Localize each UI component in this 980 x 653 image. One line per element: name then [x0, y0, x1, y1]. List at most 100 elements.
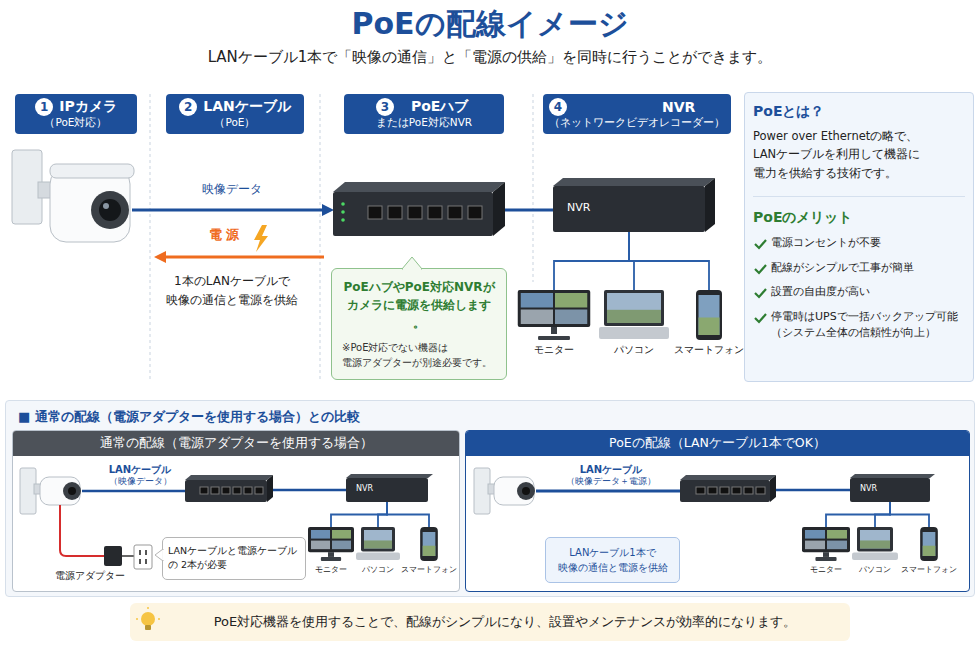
- lightbulb-icon: [158, 618, 160, 620]
- badge-box: 4NVR（ネットワークビデオレコーダー）: [543, 94, 731, 134]
- video-arrow: [322, 204, 334, 216]
- poe-hub: [341, 202, 345, 206]
- panel-box: PoEの配線（LANケーブル1本でOK） NVR モニターパソコンスマートフォン LA…: [465, 430, 970, 592]
- device-icon: [521, 310, 553, 325]
- device-icon: [699, 295, 720, 335]
- node-text: 配線がシンプルで工事が簡単: [753, 260, 965, 277]
- video-arrow: [132, 209, 322, 212]
- device-icon: [308, 527, 354, 552]
- dev-box: スマートフォン: [674, 290, 744, 357]
- connector: [331, 502, 387, 527]
- device-icon: [823, 552, 829, 557]
- node-text: 2: [179, 98, 197, 116]
- small-hub: [267, 475, 273, 502]
- lan-cable: [776, 489, 850, 492]
- label: 1本のLANケーブルで 映像の通信と電源を供給: [153, 272, 311, 310]
- node-text: スマートフォン: [898, 564, 960, 575]
- lan-cable: [536, 490, 680, 493]
- dev-box: パソコン: [598, 290, 670, 357]
- node-text: NVR: [567, 201, 691, 214]
- connector: [387, 502, 429, 527]
- connector: [826, 502, 890, 527]
- node-text: PoEの配線（LANケーブル1本でOK）: [466, 431, 969, 456]
- poe-hub: [333, 192, 493, 236]
- label: LANケーブル1本で「映像の通信」と「電源の供給」を同時に行うことができます。: [0, 48, 980, 67]
- callout-pointer: [402, 257, 422, 270]
- power-arrow: [154, 251, 166, 263]
- poe-hub: [428, 206, 442, 219]
- callw-box: LANケーブルと電源ケーブルの 2本が必要: [162, 537, 306, 580]
- node-text: PoEとは？: [753, 103, 965, 121]
- power-cable: [104, 546, 122, 566]
- check-icon: [753, 286, 767, 300]
- label-box: LANケーブル1本で「映像の通信」と「電源の供給」を同時に行うことができます。: [0, 48, 980, 67]
- label: （映像データ＋電源）: [541, 476, 681, 488]
- check-icon: [755, 240, 766, 248]
- power-cable: [60, 505, 104, 556]
- foot-box: PoE対応機器を使用することで、配線がシンプルになり、設置やメンテナンスが効率的…: [130, 603, 850, 641]
- device-icon: [332, 541, 351, 550]
- label-box: 映像データ: [182, 181, 282, 198]
- connector: [875, 502, 890, 527]
- small-hub: [233, 487, 241, 494]
- small-camera: [494, 477, 534, 505]
- device-icon: [815, 557, 836, 561]
- device-icon: [364, 540, 392, 548]
- label-box: 電 源: [196, 226, 252, 244]
- device-icon: [551, 327, 557, 334]
- device-icon: [311, 530, 330, 539]
- small-hub: [696, 487, 705, 494]
- device-icon: [518, 290, 591, 327]
- device-icon: [827, 530, 847, 539]
- label-box: 電源アダプター: [40, 570, 140, 583]
- ip-camera: [12, 150, 134, 242]
- device-icon: [827, 541, 847, 550]
- node-text: パソコン: [356, 564, 400, 575]
- device-icon: [805, 530, 825, 539]
- device-icon: [852, 552, 898, 560]
- poe-hub: [341, 218, 345, 222]
- sec-box: ■ 通常の配線（電源アダプターを使用する場合）との比較通常の配線（電源アダプター…: [5, 400, 975, 597]
- node-text: ※PoE対応でない機器は 電源アダプターが別途必要です。: [342, 340, 496, 370]
- small-camera: [20, 468, 535, 514]
- callout-pointer: [155, 549, 164, 561]
- poe-hub: [368, 206, 382, 219]
- poe-hub: [341, 210, 345, 214]
- device-icon: [598, 290, 670, 340]
- device-icon: [555, 293, 587, 308]
- small-hub: [185, 480, 267, 502]
- nvr-box: NVR: [850, 478, 930, 502]
- check-icon: [755, 314, 766, 322]
- device-icon: [860, 530, 890, 548]
- title: PoEの配線イメージ: [0, 4, 980, 45]
- small-hub: [850, 474, 935, 478]
- small-hub: [680, 475, 776, 480]
- ip-camera: [50, 168, 130, 242]
- node-text: 設置の自由度が高い: [753, 284, 965, 301]
- node-text: LANケーブル1本で 映像の通信と電源を供給: [554, 545, 671, 575]
- small-hub: [255, 487, 263, 494]
- connector: [890, 502, 929, 527]
- node-text: LANケーブル: [203, 98, 290, 116]
- dev-box: モニター: [306, 527, 356, 575]
- label-box: （映像データ）: [92, 476, 188, 488]
- title-box: PoEの配線イメージ: [0, 4, 980, 45]
- callout-pointer: [155, 549, 163, 561]
- poe-hub: [493, 182, 505, 236]
- dev-box: パソコン: [852, 527, 898, 575]
- small-hub: [680, 480, 770, 502]
- device-icon: [696, 290, 722, 340]
- device-icon: [852, 527, 898, 561]
- small-hub: [708, 487, 717, 494]
- node-text: モニター: [800, 564, 852, 575]
- label: LANケーブル: [556, 463, 666, 477]
- device-icon: [321, 557, 341, 561]
- device-icon: [306, 527, 356, 561]
- video-arrow: [132, 204, 334, 216]
- check-icon: [753, 311, 767, 325]
- lightbulb-icon: [136, 607, 160, 630]
- label-box: 1本のLANケーブルで 映像の通信と電源を供給: [153, 272, 311, 310]
- poe-hub: [333, 182, 505, 236]
- lan-cable: [82, 490, 850, 491]
- poe-hub: [333, 182, 505, 192]
